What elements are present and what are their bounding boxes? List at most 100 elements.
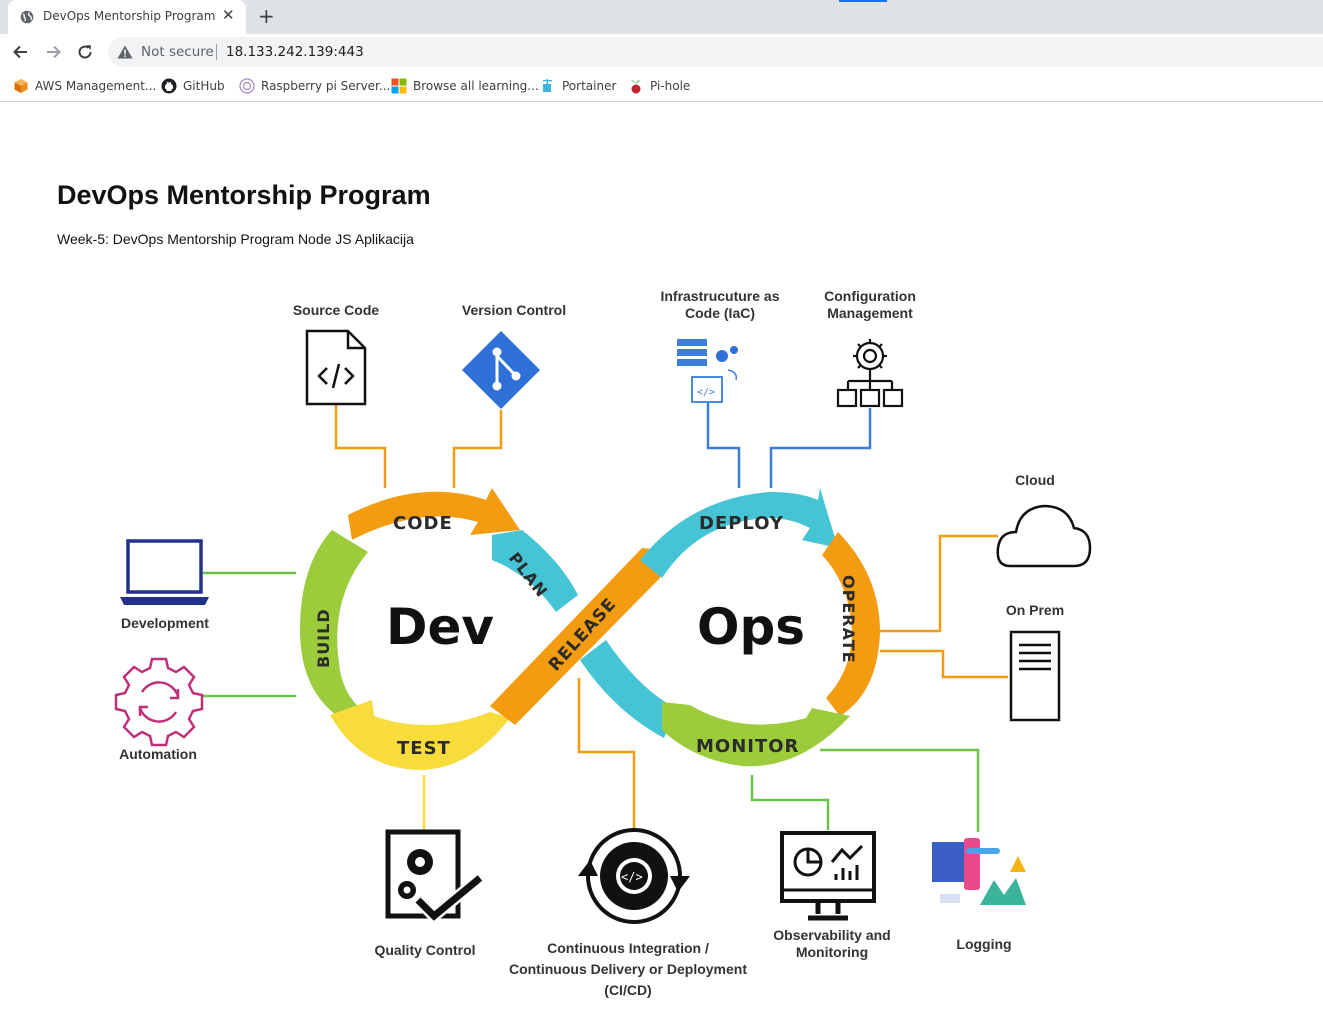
new-tab-button[interactable]: +: [258, 4, 275, 28]
page-subtitle: Week-5: DevOps Mentorship Program Node J…: [57, 231, 414, 247]
stage-deploy-arrow: [640, 488, 838, 578]
bookmark-label: Browse all learning...: [413, 79, 539, 93]
label-cicd-line3: (CI/CD): [604, 982, 652, 998]
portainer-icon: [543, 79, 552, 92]
center-label-ops: Ops: [697, 598, 805, 656]
stage-code-arrow: [348, 488, 520, 540]
label-logging: Logging: [956, 936, 1012, 952]
label-cicd-line1: Continuous Integration /: [547, 940, 709, 956]
stage-plan-arrow: [492, 530, 578, 612]
label-source-code: Source Code: [292, 302, 380, 318]
label-development: Development: [121, 615, 209, 631]
stage-label-code: CODE: [393, 513, 453, 534]
bookmark-portainer[interactable]: Portainer: [540, 77, 616, 95]
connector-iac: [706, 402, 741, 488]
config-management-icon: [836, 339, 904, 408]
address-bar[interactable]: Not secure 18.133.242.139:443: [108, 37, 1323, 67]
reload-icon[interactable]: [75, 42, 95, 62]
observability-monitor-icon: [780, 831, 876, 921]
stage-label-test: TEST: [397, 738, 451, 759]
url-text[interactable]: 18.133.242.139:443: [226, 44, 364, 60]
svg-text:</>: </>: [697, 387, 715, 398]
connector-observability: [750, 775, 830, 830]
github-icon: [161, 78, 177, 94]
laptop-icon: [120, 539, 209, 605]
bookmarks-bar: AWS Management... GitHub Raspberry pi Se…: [0, 70, 1323, 102]
bookmark-raspberry[interactable]: Raspberry pi Server...: [239, 77, 390, 95]
back-arrow-icon[interactable]: [11, 42, 31, 62]
tab-accent: [839, 0, 887, 2]
microsoft-icon: [391, 78, 407, 94]
tab-strip: DevOps Mentorship Program ✕ +: [0, 0, 1323, 34]
bookmark-label: Portainer: [562, 79, 617, 93]
bookmark-learning[interactable]: Browse all learning...: [391, 77, 539, 95]
raspberry-pi-icon: [239, 78, 255, 94]
stage-build-arrow: [300, 530, 370, 718]
warning-icon[interactable]: [117, 45, 133, 59]
infinity-loop: [300, 488, 880, 770]
aws-cube-icon: [14, 79, 28, 93]
label-config-line1: Configuration: [824, 288, 916, 304]
label-observability: Observability and Monitoring: [762, 927, 902, 961]
connector-logging: [820, 748, 980, 832]
git-icon: [462, 331, 540, 409]
bookmark-label: Raspberry pi Server...: [261, 79, 391, 93]
label-config-management: Configuration Management: [810, 288, 930, 322]
server-icon: [1009, 630, 1061, 722]
logging-icon: [932, 838, 1026, 905]
omnibox-separator: [216, 44, 217, 60]
connector-on-prem: [880, 649, 1008, 679]
devops-infinity-diagram: CODE PLAN BUILD TEST RELEASE DEPLOY OPER…: [0, 270, 1323, 1029]
browser-tab[interactable]: DevOps Mentorship Program ✕: [8, 0, 246, 34]
label-observability-line2: Monitoring: [795, 944, 869, 960]
label-config-line2: Management: [827, 305, 913, 321]
connector-version-control: [452, 410, 503, 488]
label-version-control: Version Control: [461, 302, 567, 318]
bookmark-label: GitHub: [183, 79, 225, 93]
stage-label-deploy: DEPLOY: [699, 513, 784, 534]
forward-arrow-icon[interactable]: [43, 42, 63, 62]
automation-gear-icon: [114, 657, 204, 747]
globe-icon: [20, 10, 34, 24]
label-observability-line1: Observability and: [773, 927, 891, 943]
bookmark-label: Pi-hole: [650, 79, 691, 93]
pihole-icon: [631, 80, 641, 94]
connector-cloud: [880, 534, 998, 633]
page-title: DevOps Mentorship Program: [57, 180, 431, 210]
cloud-icon: [996, 504, 1092, 568]
bookmark-pihole[interactable]: Pi-hole: [628, 77, 690, 95]
label-automation: Automation: [119, 746, 197, 762]
center-label-dev: Dev: [386, 598, 494, 656]
bookmark-github[interactable]: GitHub: [161, 77, 225, 95]
stage-operate-arrow: [822, 532, 880, 716]
stage-release-arrow: [490, 548, 662, 725]
label-on-prem: On Prem: [1005, 602, 1065, 618]
stage-crossing-arrow: [580, 640, 676, 738]
security-label[interactable]: Not secure: [141, 44, 214, 60]
stage-test-arrow: [330, 700, 510, 770]
diagram-canvas: CODE PLAN BUILD TEST RELEASE DEPLOY OPER…: [114, 329, 1092, 925]
label-iac-line2: Code (IaC): [685, 305, 755, 321]
iac-icon: </>: [677, 339, 738, 403]
label-cicd-line2: Continuous Delivery or Deployment: [508, 961, 748, 977]
stage-label-operate: OPERATE: [839, 575, 858, 664]
svg-text:</>: </>: [621, 870, 643, 884]
connector-source-code: [334, 405, 387, 488]
stage-label-monitor: MONITOR: [696, 736, 799, 757]
stage-monitor-arrow: [662, 702, 850, 767]
label-cicd: Continuous Integration / Continuous Deli…: [498, 938, 758, 1001]
label-cloud: Cloud: [1015, 472, 1055, 488]
stage-label-build: BUILD: [314, 608, 333, 668]
browser-toolbar: Not secure 18.133.242.139:443: [0, 34, 1323, 70]
connector-cicd: [577, 678, 636, 828]
quality-control-icon: [385, 829, 484, 925]
label-iac-line1: Infrastrucuture as: [660, 288, 780, 304]
connector-config: [769, 408, 872, 488]
tab-close-icon[interactable]: ✕: [222, 6, 235, 24]
tab-title: DevOps Mentorship Program: [43, 9, 216, 23]
bookmark-label: AWS Management...: [35, 79, 157, 93]
label-iac: Infrastrucuture as Code (IaC): [640, 288, 800, 322]
bookmark-aws[interactable]: AWS Management...: [13, 77, 156, 95]
label-quality-control: Quality Control: [374, 942, 476, 958]
cicd-gear-icon: </>: [578, 828, 690, 924]
